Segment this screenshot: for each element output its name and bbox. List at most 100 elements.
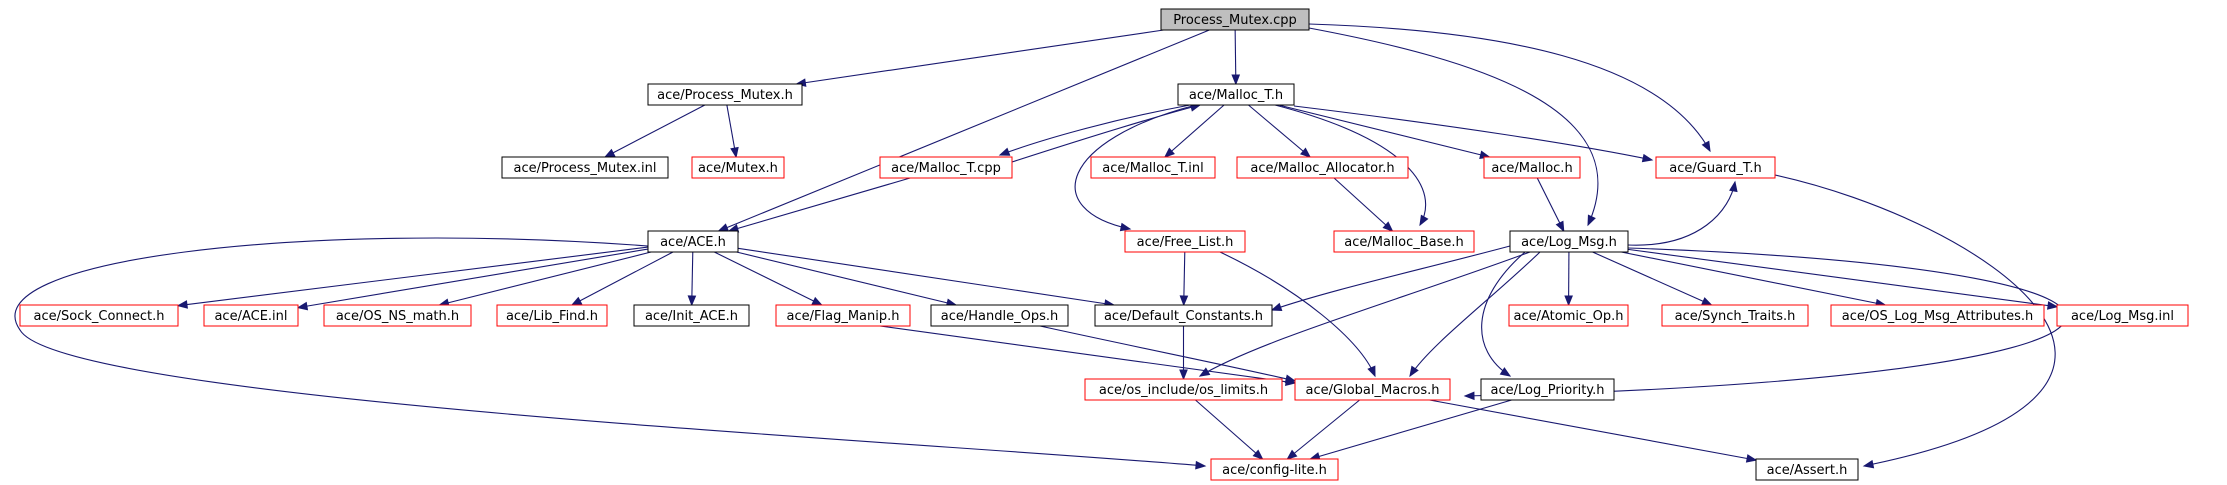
node-box <box>1124 230 1246 253</box>
edge-log_msg_h-to-log_priority_h <box>1481 251 1526 377</box>
edge-line <box>1481 251 1526 377</box>
node-log-priority-h[interactable]: ace/Log_Priority.h <box>1480 378 1615 401</box>
node-os-ns-math-h[interactable]: ace/OS_NS_math.h <box>323 304 472 327</box>
edge-process_mutex_cpp-to-ace_h <box>717 29 1210 232</box>
edge-line <box>1310 399 1512 460</box>
node-box <box>1661 304 1809 327</box>
node-box <box>1508 304 1629 327</box>
edge-malloc_h-to-log_msg_h <box>1536 177 1565 233</box>
edge-line <box>728 177 911 232</box>
edge-line <box>999 104 1191 156</box>
edge-line <box>1199 251 1531 377</box>
edge-line <box>1164 104 1225 158</box>
node-malloc-base-h[interactable]: ace/Malloc_Base.h <box>1333 230 1475 253</box>
node-atomic-op-h[interactable]: ace/Atomic_Op.h <box>1508 304 1629 327</box>
node-box <box>1294 378 1451 401</box>
edge-ace_h-to-ace_inl <box>296 248 649 311</box>
edge-flag_manip_h-to-global_macros_h <box>879 325 1297 387</box>
node-box <box>501 156 669 179</box>
node-box <box>1755 458 1859 481</box>
node-label: ace/Mutex.h <box>698 161 778 176</box>
node-malloc-t-h[interactable]: ace/Malloc_T.h <box>1177 83 1295 106</box>
edge-line <box>1627 248 2058 308</box>
node-malloc-allocator-h[interactable]: ace/Malloc_Allocator.h <box>1236 156 1409 179</box>
arrowhead <box>1270 302 1283 312</box>
node-ace-h[interactable]: ace/ACE.h <box>647 230 739 253</box>
edge-line <box>737 247 1114 306</box>
edge-line <box>1308 23 1711 152</box>
node-label: ace/Process_Mutex.h <box>657 88 793 103</box>
node-free-list-h[interactable]: ace/Free_List.h <box>1124 230 1246 253</box>
node-default-constants-h[interactable]: ace/Default_Constants.h <box>1094 304 1273 327</box>
node-label: ace/Malloc_T.cpp <box>891 161 1001 176</box>
node-os-limits-h[interactable]: ace/os_include/os_limits.h <box>1084 378 1283 401</box>
edge-ace_h-to-init_ace_h <box>687 251 697 307</box>
edge-line <box>177 246 649 307</box>
node-synch-traits-h[interactable]: ace/Synch_Traits.h <box>1661 304 1809 327</box>
edge-process_mutex_cpp-to-guard_t_h <box>1308 23 1711 153</box>
node-os-log-msg-attributes-h[interactable]: ace/OS_Log_Msg_Attributes.h <box>1830 304 2045 327</box>
node-box <box>1483 156 1581 179</box>
edge-line <box>714 251 822 306</box>
node-assert-h[interactable]: ace/Assert.h <box>1755 458 1859 481</box>
edge-log_priority_h-to-config_lite_h <box>1309 399 1512 461</box>
arrowhead <box>687 295 697 307</box>
node-handle-ops-h[interactable]: ace/Handle_Ops.h <box>930 304 1069 327</box>
edge-log_msg_h-to-atomic_op_h <box>1564 251 1573 307</box>
node-malloc-h[interactable]: ace/Malloc.h <box>1483 156 1581 179</box>
edge-global_macros_h-to-config_lite_h <box>1286 399 1360 460</box>
edge-malloc_t_h-to-malloc_h <box>1278 104 1491 159</box>
edge-ace_h-to-lib_find_h <box>570 251 674 306</box>
edge-default_constants_h-to-os_limits_h <box>1179 326 1188 381</box>
edge-process_mutex_cpp-to-malloc_t_h <box>1231 29 1241 86</box>
edge-line <box>1248 104 1311 158</box>
edge-line <box>1195 399 1263 460</box>
node-lib-find-h[interactable]: ace/Lib_Find.h <box>496 304 608 327</box>
node-box <box>1655 156 1776 179</box>
arrowhead <box>176 300 188 309</box>
node-box <box>19 304 179 327</box>
node-config-lite-h[interactable]: ace/config-lite.h <box>1210 458 1339 481</box>
arrowhead <box>1419 214 1429 227</box>
arrowhead <box>1179 369 1188 381</box>
node-log-msg-inl[interactable]: ace/Log_Msg.inl <box>2056 304 2189 327</box>
node-label: ace/config-lite.h <box>1222 463 1327 478</box>
node-box <box>879 156 1013 179</box>
edge-log_msg_h-to-os_log_msg_attributes_h <box>1621 251 1887 308</box>
arrowhead <box>1119 222 1132 232</box>
node-box <box>1480 378 1615 401</box>
edge-process_mutex_cpp-to-log_msg_h <box>1308 27 1599 227</box>
node-process-mutex-cpp: Process_Mutex.cpp <box>1160 8 1310 31</box>
arrowhead <box>1463 391 1475 401</box>
node-guard-t-h[interactable]: ace/Guard_T.h <box>1655 156 1776 179</box>
node-global-macros-h[interactable]: ace/Global_Macros.h <box>1294 378 1451 401</box>
node-label: ace/Malloc.h <box>1491 161 1572 176</box>
edge-line <box>796 29 1164 85</box>
node-label: Process_Mutex.cpp <box>1173 13 1297 28</box>
node-box <box>1509 230 1629 253</box>
node-sock-connect-h[interactable]: ace/Sock_Connect.h <box>19 304 179 327</box>
arrowhead <box>1252 449 1264 460</box>
node-mutex-h[interactable]: ace/Mutex.h <box>691 156 785 179</box>
node-flag-manip-h[interactable]: ace/Flag_Manip.h <box>775 304 911 327</box>
nodes-layer: Process_Mutex.cpp ace/Process_Mutex.h ace/… <box>19 8 2189 481</box>
node-box <box>1160 8 1310 31</box>
node-process-mutex-inl[interactable]: ace/Process_Mutex.inl <box>501 156 669 179</box>
node-label: ace/Malloc_Allocator.h <box>1250 161 1394 176</box>
node-box <box>1177 83 1295 106</box>
node-malloc-t-cpp[interactable]: ace/Malloc_T.cpp <box>879 156 1013 179</box>
edge-malloc_t_h-to-malloc_t_cpp <box>998 104 1191 156</box>
node-log-msg-h[interactable]: ace/Log_Msg.h <box>1509 230 1629 253</box>
node-box <box>930 304 1069 327</box>
node-label: ace/ACE.inl <box>214 309 287 324</box>
node-label: ace/Sock_Connect.h <box>34 309 165 324</box>
node-box <box>1094 304 1273 327</box>
node-process-mutex-h[interactable]: ace/Process_Mutex.h <box>647 83 803 106</box>
node-malloc-t-inl[interactable]: ace/Malloc_T.inl <box>1090 156 1216 179</box>
node-ace-inl[interactable]: ace/ACE.inl <box>203 304 299 327</box>
node-init-ace-h[interactable]: ace/Init_ACE.h <box>633 304 750 327</box>
node-label: ace/Log_Msg.h <box>1521 235 1617 250</box>
node-box <box>323 304 472 327</box>
edge-os_limits_h-to-config_lite_h <box>1195 399 1264 460</box>
arrowhead <box>1284 374 1297 383</box>
